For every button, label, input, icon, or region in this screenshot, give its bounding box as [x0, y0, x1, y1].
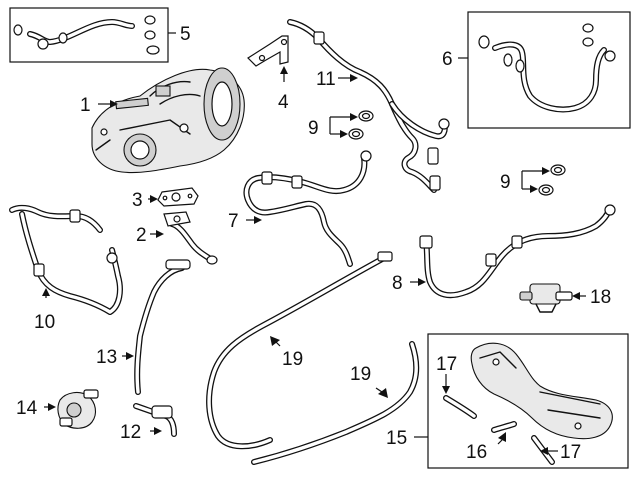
callout-9-upper-label: 9 — [308, 118, 319, 139]
callout-4-label: 4 — [278, 92, 289, 113]
box-6-oil-return-line — [467, 11, 631, 129]
turbo-stud — [115, 97, 149, 110]
outlet-pipe — [163, 211, 218, 265]
callout-11: 11 — [316, 69, 358, 90]
callout-17-lower: 17 — [540, 442, 581, 463]
callout-15: 15 — [386, 428, 428, 449]
callout-14-label: 14 — [16, 398, 38, 419]
callout-13: 13 — [96, 347, 134, 368]
callout-18: 18 — [572, 287, 611, 308]
callout-12: 12 — [120, 422, 162, 443]
callout-16-label: 16 — [466, 442, 487, 463]
callout-10: 10 — [34, 288, 55, 333]
callout-3: 3 — [132, 190, 158, 211]
vacuum-line-19-long — [206, 251, 393, 450]
callout-17-lower-label: 17 — [560, 442, 581, 463]
callout-8-label: 8 — [392, 273, 403, 294]
coolant-hose-7 — [243, 150, 372, 267]
callout-17-upper: 17 — [436, 354, 457, 394]
coolant-line-10 — [9, 204, 123, 315]
box-5-oil-feed-line — [9, 7, 169, 63]
callout-9-upper: 9 — [308, 113, 358, 139]
gasket-pair-9-right — [538, 164, 566, 196]
hose-13 — [134, 259, 191, 395]
callout-7: 7 — [228, 211, 262, 232]
callout-1: 1 — [80, 95, 118, 116]
callout-1-label: 1 — [80, 95, 91, 116]
callout-7-label: 7 — [228, 211, 239, 232]
elbow-fitting — [133, 403, 177, 437]
callout-6-label: 6 — [442, 49, 453, 70]
turbocharger — [91, 67, 245, 174]
callout-19-right: 19 — [350, 364, 388, 398]
turbo-gasket — [157, 187, 199, 207]
solenoid-valve — [519, 283, 573, 313]
callout-9-right-label: 9 — [500, 172, 511, 193]
callout-3-label: 3 — [132, 190, 143, 211]
callout-19-left-label: 19 — [282, 349, 303, 370]
callout-18-label: 18 — [590, 287, 611, 308]
coolant-line-11 — [287, 19, 450, 193]
gasket-pair-9-upper — [348, 110, 374, 140]
callout-9-right: 9 — [500, 167, 550, 193]
callout-19-left: 19 — [270, 336, 303, 370]
water-pump — [57, 389, 99, 429]
callout-17-upper-label: 17 — [436, 354, 457, 375]
box-15-actuator-assembly — [427, 333, 629, 469]
bracket — [247, 35, 289, 67]
coolant-line-8 — [419, 204, 616, 299]
callout-13-label: 13 — [96, 347, 117, 368]
callout-19-right-label: 19 — [350, 364, 371, 385]
callout-12-label: 12 — [120, 422, 141, 443]
callout-10-label: 10 — [34, 312, 55, 333]
callout-14: 14 — [16, 398, 56, 419]
callout-2: 2 — [136, 225, 164, 246]
vacuum-line-19-short — [251, 341, 420, 465]
callout-15-label: 15 — [386, 428, 407, 449]
callout-8: 8 — [392, 273, 426, 294]
callout-11-label: 11 — [316, 69, 336, 90]
callout-5: 5 — [168, 24, 191, 45]
callout-16: 16 — [466, 432, 506, 463]
callout-5-label: 5 — [180, 24, 191, 45]
callout-6: 6 — [442, 49, 468, 70]
callout-2-label: 2 — [136, 225, 147, 246]
callout-4: 4 — [278, 66, 289, 113]
